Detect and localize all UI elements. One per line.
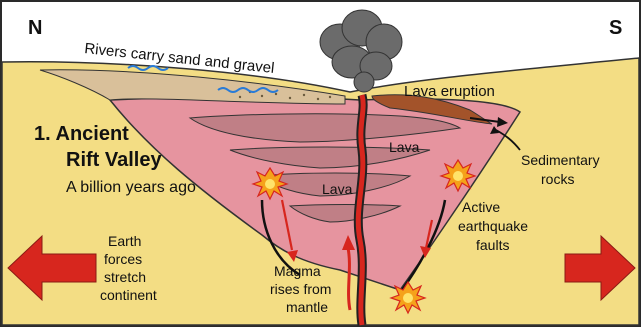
- faults-line-3: faults: [476, 237, 509, 253]
- magma-line-1: Magma: [274, 263, 321, 279]
- sedimentary-line-2: rocks: [541, 171, 574, 187]
- forces-line-3: stretch: [104, 269, 146, 285]
- faults-line-2: earthquake: [458, 218, 528, 234]
- lava-label-lower: Lava: [322, 181, 353, 197]
- lava-eruption-label: Lava eruption: [404, 83, 495, 100]
- forces-line-2: forces: [104, 251, 142, 267]
- magma-line-3: mantle: [286, 299, 328, 315]
- magma-rise-line: [348, 248, 350, 310]
- compass-north: N: [28, 17, 42, 39]
- forces-line-1: Earth: [108, 233, 141, 249]
- compass-south: S: [609, 17, 622, 39]
- earthquake-burst-icon: [253, 168, 287, 199]
- sedimentary-line-1: Sedimentary: [521, 152, 600, 168]
- earthquake-burst-icon-right: [441, 160, 475, 191]
- forces-line-4: continent: [100, 287, 157, 303]
- subtitle: A billion years ago: [66, 179, 196, 196]
- lava-label-upper: Lava: [389, 139, 420, 155]
- faults-line-1: Active: [462, 199, 500, 215]
- title-line-1: 1. Ancient: [34, 123, 129, 145]
- magma-line-2: rises from: [270, 281, 331, 297]
- title-line-2: Rift Valley: [66, 149, 162, 171]
- earthquake-burst-icon-bottom: [391, 282, 425, 313]
